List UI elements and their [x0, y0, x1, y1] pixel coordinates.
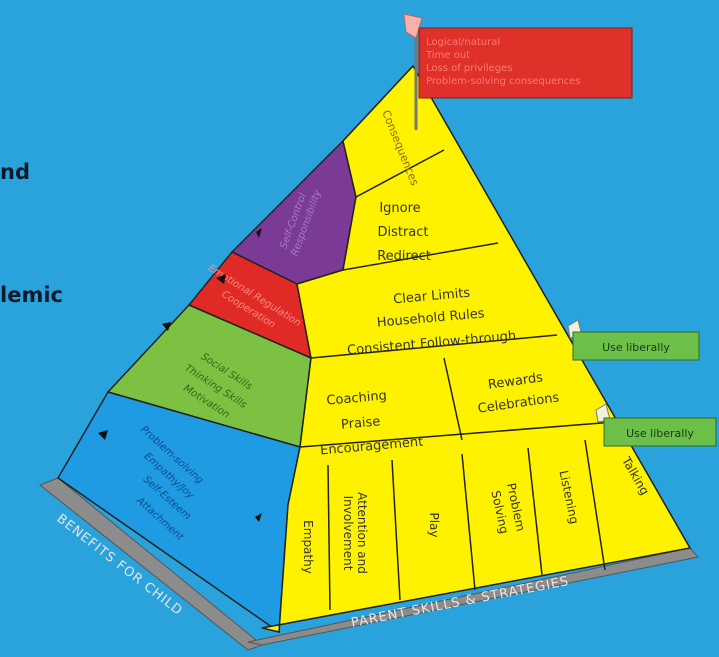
flag-small-pennant — [403, 13, 423, 39]
tier-divider-1 — [355, 149, 445, 198]
bottom-empathy: Empathy — [301, 520, 315, 574]
tier4-divider — [443, 357, 463, 441]
side-text-fragment-2: lemic — [0, 283, 63, 307]
tier-divider-4 — [299, 421, 615, 448]
arrow-red-left — [216, 274, 226, 284]
base-slab-right — [247, 547, 699, 646]
right-face-yellow — [261, 64, 692, 633]
tag-lower — [603, 417, 717, 447]
flag-line-3: Loss of privileges — [426, 63, 513, 74]
bottom-attention-1: Attention and — [355, 492, 369, 574]
tag-upper-text: Use liberally — [602, 341, 670, 354]
bottom-divider-4 — [527, 447, 543, 576]
side-text-fragment-1: nd — [0, 160, 30, 184]
flag-line-1: Logical/natural — [426, 37, 500, 48]
tier2-line-1: Ignore — [379, 201, 420, 216]
arrow-blue-left — [98, 430, 108, 440]
flag-line-2: Time out — [425, 50, 470, 61]
tier-ignore: Ignore Distract Redirect — [377, 201, 431, 264]
tier4-left-line-2: Praise — [340, 414, 380, 432]
bottom-divider-3 — [461, 453, 476, 591]
tag-lower-text: Use liberally — [626, 427, 694, 440]
bottom-divider-5 — [584, 439, 606, 571]
bottom-divider-2 — [391, 459, 401, 601]
tag-upper — [572, 331, 700, 361]
arrow-green-left — [162, 322, 171, 331]
bottom-attention-2: Involvement — [341, 496, 355, 571]
arrow-blue-right — [255, 513, 262, 522]
bottom-play: Play — [427, 512, 441, 537]
flag-line-4: Problem-solving consequences — [426, 76, 581, 87]
tier-divider-3 — [310, 334, 558, 359]
tier2-line-2: Distract — [377, 225, 428, 240]
bottom-divider-1 — [327, 464, 331, 611]
tier-divider-2 — [342, 242, 499, 271]
tier2-line-3: Redirect — [377, 249, 431, 264]
flag-banner — [418, 27, 633, 99]
tier3-line-1: Clear Limits — [393, 286, 471, 308]
arrow-purple-up — [256, 228, 262, 238]
tier4-left-line-1: Coaching — [326, 388, 388, 408]
